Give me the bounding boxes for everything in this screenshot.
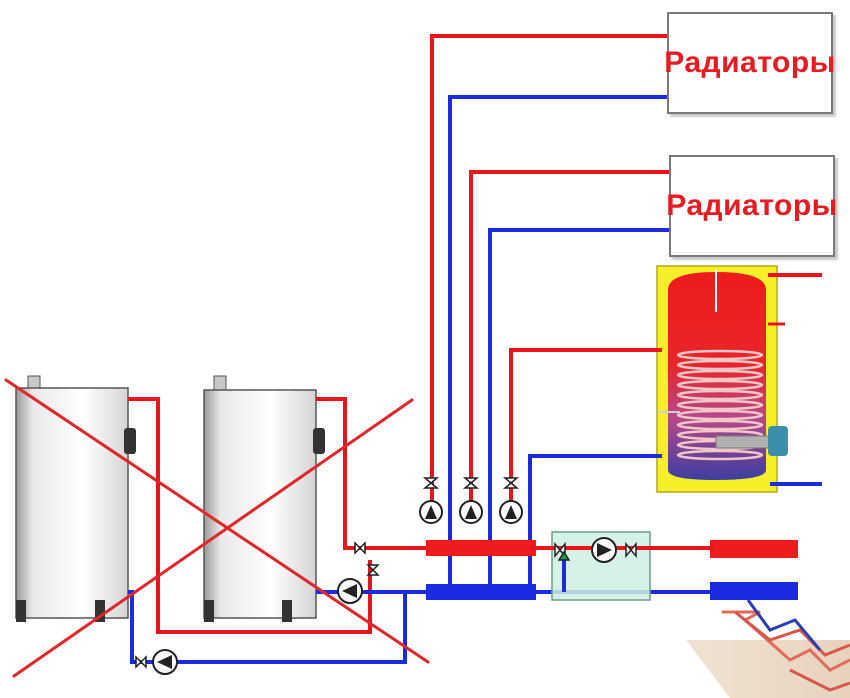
hot-pipes (128, 34, 822, 634)
pump-floor (591, 537, 637, 563)
cold-pipes (128, 95, 822, 664)
pump-boiler-return (337, 578, 363, 604)
radiators-box-1: Радиаторы (664, 12, 836, 114)
pump-radiators-2 (459, 477, 483, 524)
cold-manifold (426, 584, 536, 600)
cross-mark (4, 378, 430, 678)
underfloor-heating (686, 599, 850, 698)
pump-radiators-1 (419, 477, 443, 524)
valves (354, 541, 571, 576)
radiators-label: Радиаторы (666, 189, 838, 222)
pump-tank (499, 477, 523, 524)
hot-water-tank (656, 265, 788, 493)
pump-bottom-loop (135, 649, 178, 675)
floor-hot-manifold (710, 540, 798, 558)
boiler-left (15, 375, 136, 622)
radiators-box-2: Радиаторы (666, 155, 838, 257)
hot-manifold (426, 540, 536, 556)
floor-cold-manifold (710, 582, 798, 600)
boiler-right (203, 375, 325, 622)
radiators-label: Радиаторы (664, 46, 836, 79)
